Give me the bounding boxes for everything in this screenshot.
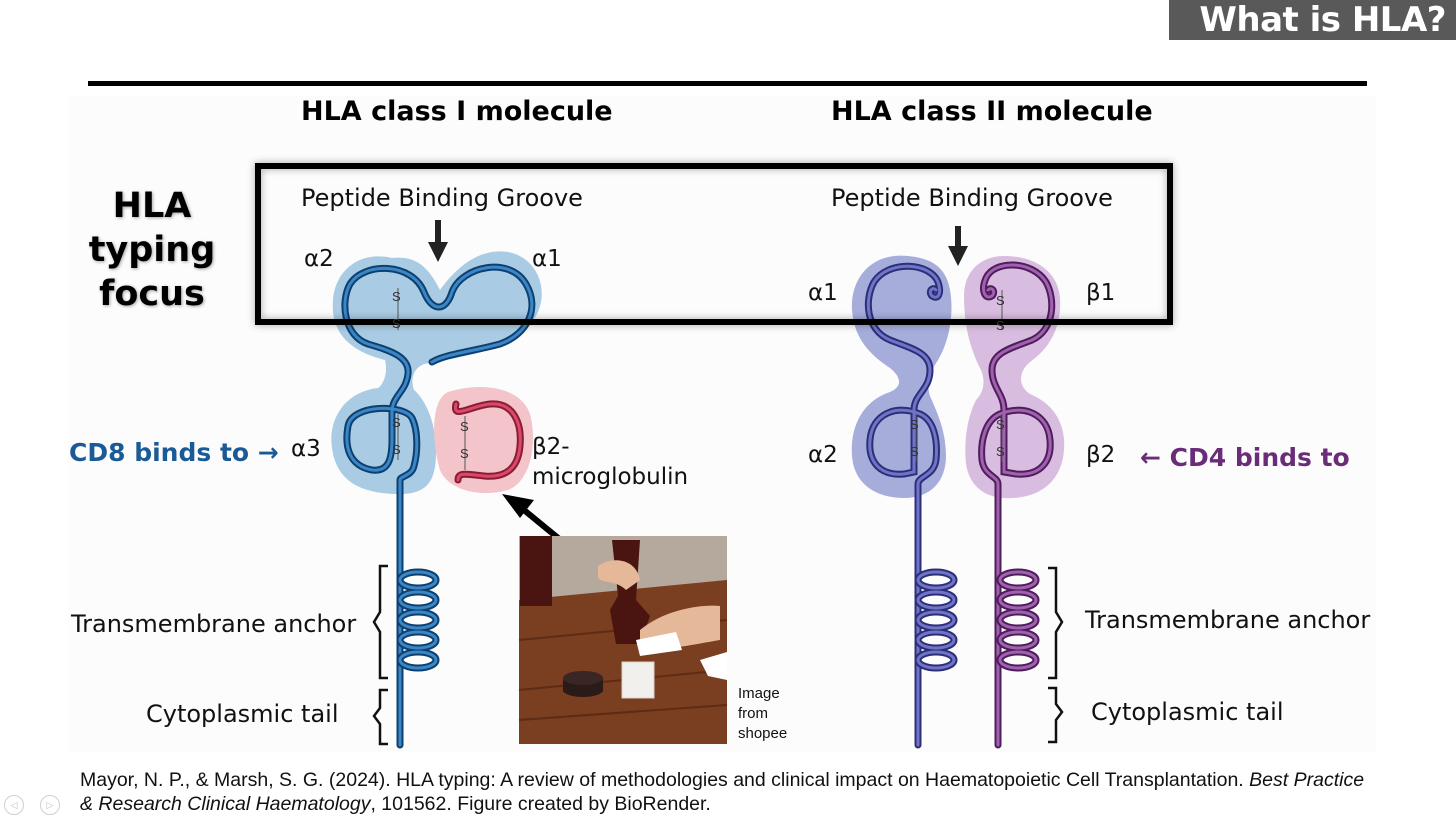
bracket-tm-right — [1048, 566, 1064, 680]
cd8-binding-label: CD8 binds to → — [69, 438, 279, 467]
bracket-tm-left — [372, 564, 388, 680]
transmembrane-label-right: Transmembrane anchor — [1085, 606, 1371, 634]
class1-heading: HLA class I molecule — [301, 96, 613, 127]
groove-arrow-right — [948, 226, 968, 266]
next-slide-icon[interactable]: ▷ — [40, 795, 60, 815]
title-rule — [88, 81, 1367, 86]
class2-heading: HLA class II molecule — [831, 96, 1153, 127]
citation: Mayor, N. P., & Marsh, S. G. (2024). HLA… — [80, 768, 1380, 816]
groove-arrow-left — [428, 220, 448, 262]
class2-beta-chain — [964, 256, 1065, 749]
class1-alpha1-label: α1 — [532, 246, 562, 272]
bracket-cyto-left — [372, 688, 388, 746]
ss-bond-label: S — [460, 419, 469, 434]
citation-tail: , 101562. Figure created by BioRender. — [370, 793, 711, 815]
class1-chain — [343, 265, 534, 747]
groove-label-class2: Peptide Binding Groove — [831, 184, 1113, 212]
previous-slide-icon[interactable]: ◁ — [4, 795, 24, 815]
class1-alpha-blob — [331, 251, 542, 494]
hla-typing-focus-label: HLA typing focus — [88, 186, 216, 314]
b2m-domain — [434, 387, 534, 494]
cytoplasmic-label-right: Cytoplasmic tail — [1091, 698, 1284, 726]
class2-beta1-label: β1 — [1086, 280, 1116, 306]
image-credit: Image from shopee — [738, 685, 788, 742]
ss-bond-label: S — [996, 444, 1005, 459]
cd4-binding-label: ← CD4 binds to — [1140, 443, 1350, 472]
b2m-label: β2-microglobulin — [532, 434, 689, 490]
ss-bond-label: S — [392, 442, 401, 457]
ss-bond-label: S — [392, 289, 401, 304]
peptide-groove-focus-box — [255, 163, 1173, 325]
class1-alpha3-label: α3 — [291, 436, 321, 462]
slide-title: What is HLA? — [1169, 0, 1456, 40]
ss-bond-label: S — [996, 417, 1005, 432]
class2-alpha-chain — [851, 255, 958, 749]
class2-alpha-blob — [851, 255, 952, 498]
class1-molecule — [331, 251, 542, 749]
ss-bond-label: S — [392, 415, 401, 430]
transmembrane-label-left: Transmembrane anchor — [71, 610, 357, 638]
class2-beta-blob — [964, 256, 1065, 499]
bracket-cyto-right — [1048, 686, 1064, 744]
class2-beta2-label: β2 — [1086, 442, 1116, 468]
class1-alpha2-label: α2 — [304, 246, 334, 272]
ss-bond-label: S — [910, 417, 919, 432]
brackets — [372, 564, 1064, 746]
class2-alpha1-label: α1 — [808, 280, 838, 306]
groove-label-class1: Peptide Binding Groove — [301, 184, 583, 212]
cytoplasmic-label-left: Cytoplasmic tail — [146, 700, 339, 728]
ss-bond-label: S — [996, 293, 1005, 308]
ss-bond-label: S — [460, 446, 469, 461]
ss-bond-label: S — [996, 318, 1005, 333]
ss-bond-label: S — [910, 444, 919, 459]
ss-bond-label: S — [392, 316, 401, 331]
citation-text: Mayor, N. P., & Marsh, S. G. (2024). HLA… — [80, 769, 1250, 791]
class2-alpha2-label: α2 — [808, 442, 838, 468]
citation-journal: Best Practice & Research Clinical Haemat… — [80, 769, 1365, 815]
furniture-photo — [518, 536, 728, 744]
